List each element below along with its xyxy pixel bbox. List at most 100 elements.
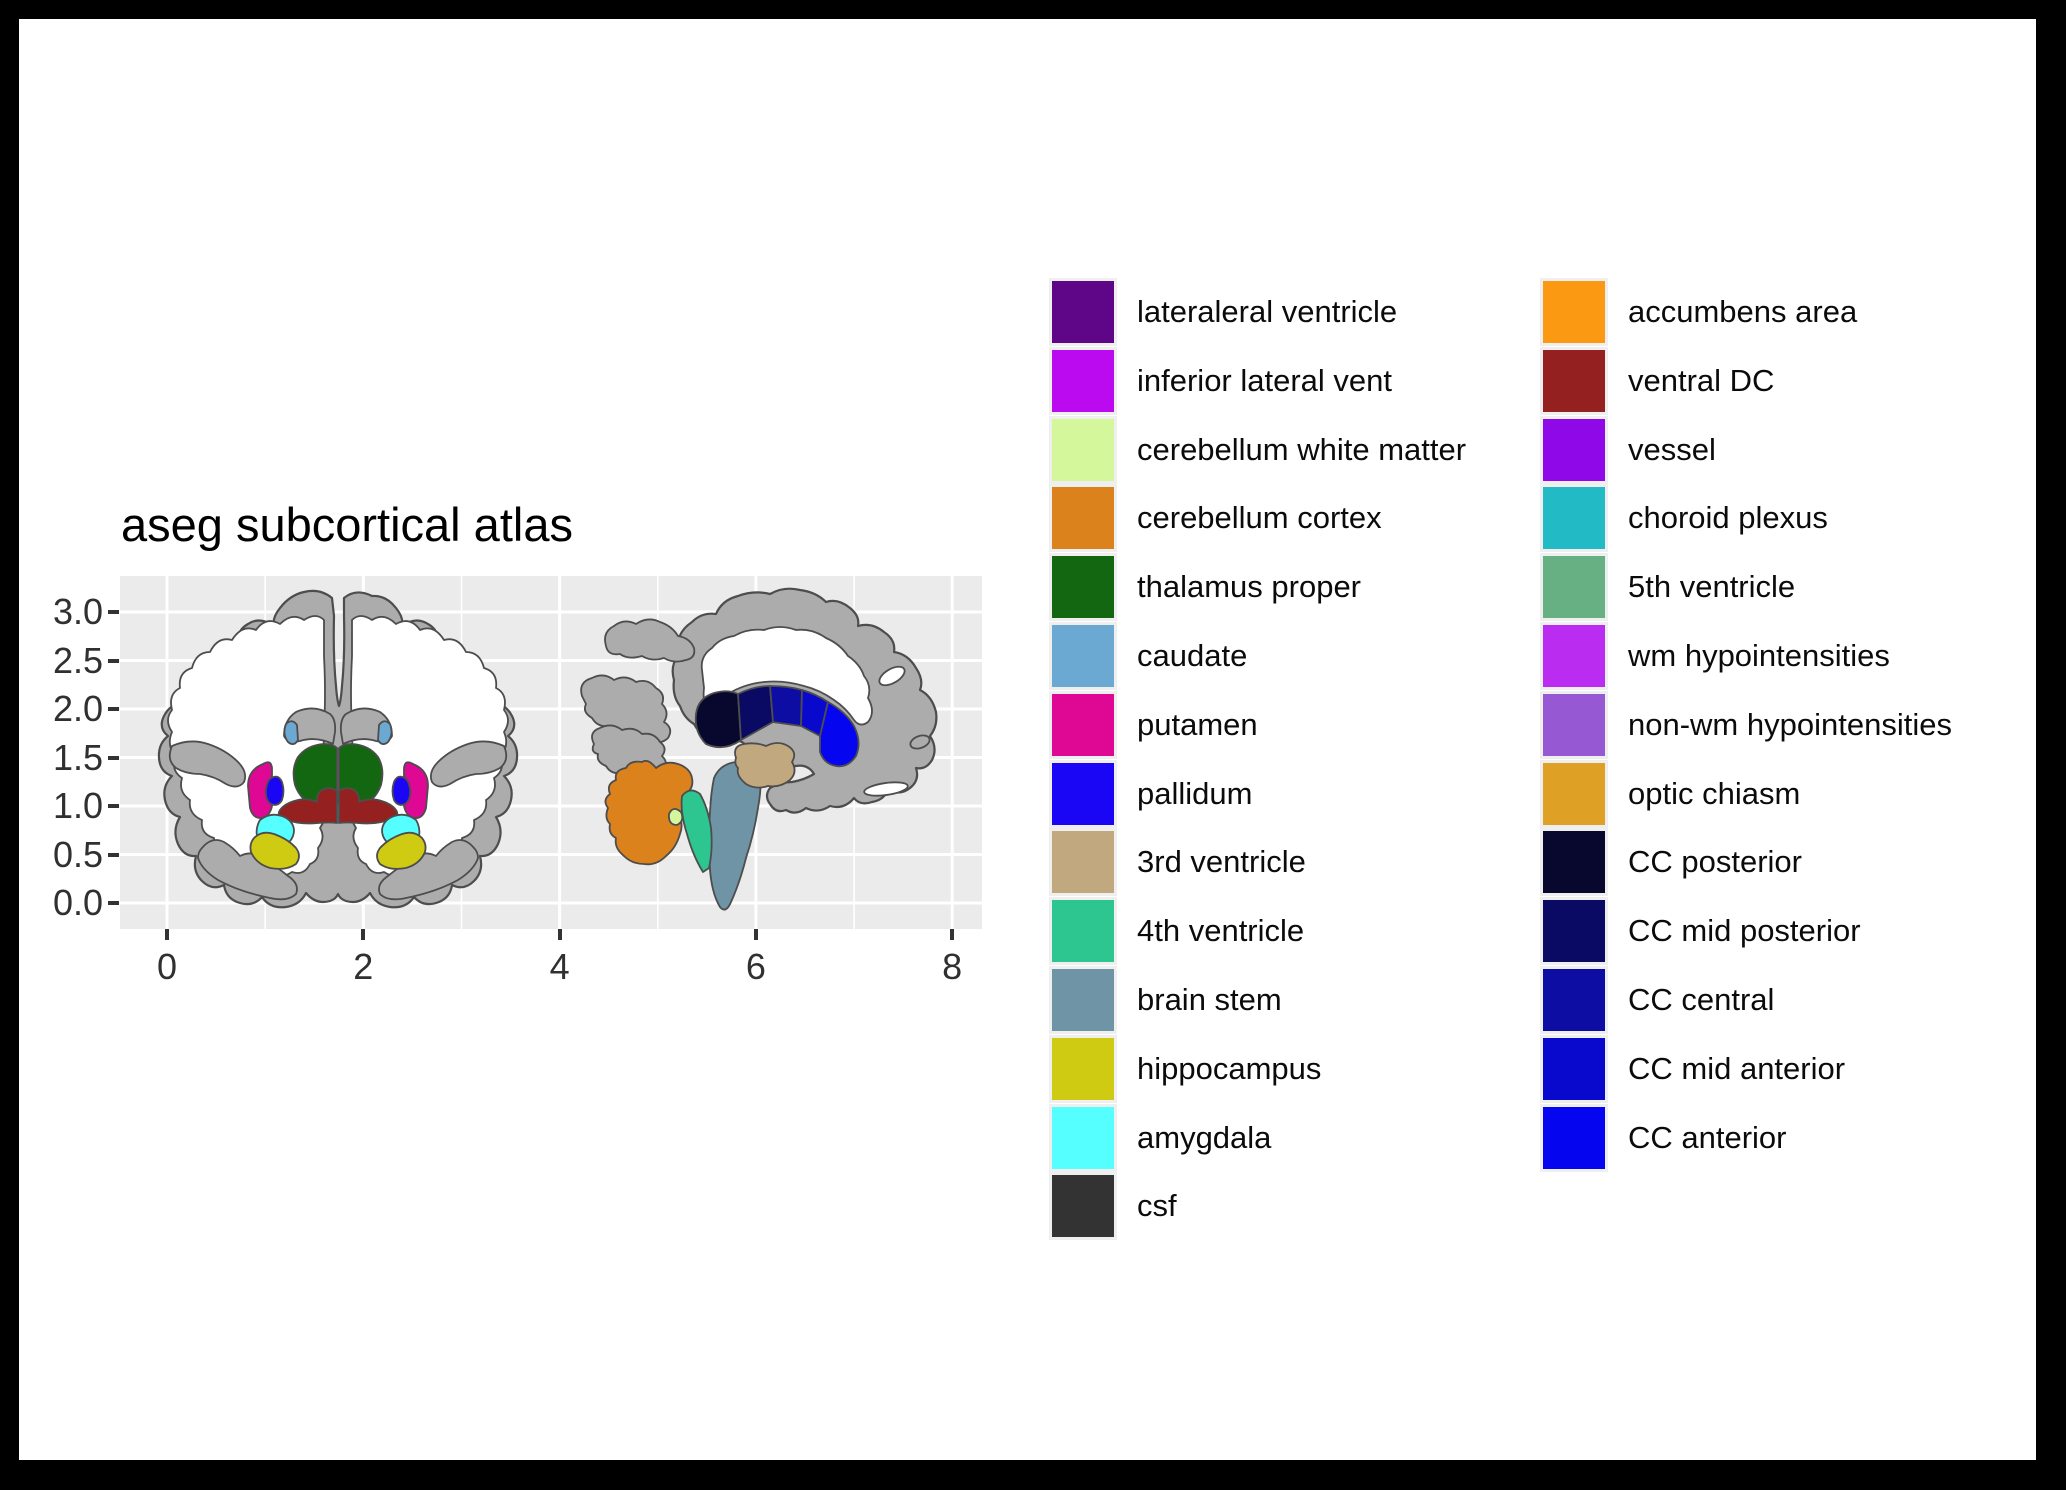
- legend-row-third-ventricle: 3rd ventricle: [1052, 831, 1522, 894]
- legend-swatch-csf: [1052, 1175, 1114, 1238]
- y-axis-tick-mark: [108, 755, 119, 760]
- y-axis-tick-label: 0.5: [52, 833, 103, 875]
- y-axis-tick-label: 1.0: [52, 785, 103, 826]
- legend-label-third-ventricle: 3rd ventricle: [1137, 844, 1306, 880]
- y-axis-tick-mark: [108, 901, 119, 905]
- legend-label-cc-anterior: CC anterior: [1628, 1119, 1787, 1155]
- legend-row-accumbens-area: accumbens area: [1543, 281, 2013, 343]
- plot-title: aseg subcortical atlas: [121, 498, 573, 551]
- legend-swatch-thalamus-proper: [1052, 556, 1114, 619]
- legend-label-cc-posterior: CC posterior: [1628, 844, 1802, 880]
- coronal-caudate: [283, 720, 299, 745]
- y-axis-tick-mark: [108, 852, 119, 857]
- legend-row-putamen: putamen: [1052, 693, 1522, 756]
- legend-label-non-wm-hypointensities: non-wm hypointensities: [1628, 706, 1952, 742]
- legend-label-fourth-ventricle: 4th ventricle: [1137, 913, 1305, 949]
- x-axis-tick-mark: [361, 929, 366, 940]
- legend-swatch-cerebellum-white-matter: [1052, 418, 1114, 481]
- legend-label-ventral-dc: ventral DC: [1628, 362, 1775, 398]
- legend-swatch-caudate: [1052, 625, 1114, 687]
- legend-row-cc-central: CC central: [1543, 969, 2013, 1031]
- coronal-ventral-dc: [277, 787, 338, 825]
- legend-row-vessel: vessel: [1543, 418, 2013, 481]
- legend-swatch-amygdala: [1052, 1106, 1114, 1169]
- y-axis-tick-mark: [108, 658, 119, 663]
- legend-swatch-inferior-lateral-vent: [1052, 349, 1114, 412]
- legend-row-amygdala: amygdala: [1052, 1106, 1522, 1169]
- legend-label-thalamus-proper: thalamus proper: [1137, 569, 1362, 605]
- legend-row-inferior-lateral-vent: inferior lateral vent: [1052, 349, 1522, 412]
- legend-row-cerebellum-cortex: cerebellum cortex: [1052, 487, 1522, 550]
- sagittal-cerebellum-white-matter: [668, 808, 684, 826]
- legend-label-cc-mid-anterior: CC mid anterior: [1628, 1050, 1846, 1086]
- x-axis-tick-label: 8: [942, 946, 963, 987]
- legend-swatch-lateral-ventricle: [1052, 281, 1114, 343]
- legend-row-cc-anterior: CC anterior: [1543, 1106, 2013, 1169]
- y-axis-tick-mark: [108, 707, 119, 711]
- legend-label-caudate: caudate: [1137, 638, 1248, 673]
- legend-row-thalamus-proper: thalamus proper: [1052, 556, 1522, 619]
- x-axis-tick-label: 4: [549, 946, 570, 987]
- legend-label-amygdala: amygdala: [1137, 1119, 1272, 1155]
- legend-label-cc-central: CC central: [1628, 982, 1775, 1017]
- y-axis-tick-mark: [108, 804, 119, 808]
- legend-swatch-non-wm-hypointensities: [1543, 693, 1605, 756]
- sagittal-frontal-sulcus: [878, 665, 906, 687]
- legend-swatch-fourth-ventricle: [1052, 900, 1114, 963]
- legend-label-choroid-plexus: choroid plexus: [1628, 500, 1828, 536]
- sagittal-third-ventricle: [734, 742, 796, 789]
- legend-row-pallidum: pallidum: [1052, 762, 1522, 825]
- legend-row-non-wm-hypointensities: non-wm hypointensities: [1543, 693, 2013, 756]
- coronal-insula-fold: [168, 740, 247, 788]
- legend-row-optic-chiasm: optic chiasm: [1543, 762, 2013, 825]
- legend-row-brain-stem: brain stem: [1052, 969, 1522, 1031]
- sagittal-temporal-sulcus: [863, 781, 909, 797]
- legend-row-ventral-dc: ventral DC: [1543, 349, 2013, 412]
- sagittal-cc-central: [769, 685, 803, 727]
- sagittal-brain-slice: [580, 587, 938, 911]
- legend-row-lateral-ventricle: lateraleral ventricle: [1052, 281, 1522, 343]
- legend-label-lateral-ventricle: lateraleral ventricle: [1137, 294, 1398, 329]
- legend-swatch-cc-mid-posterior: [1543, 900, 1605, 963]
- coronal-pallidum: [264, 775, 285, 806]
- legend-swatch-brain-stem: [1052, 969, 1114, 1031]
- legend-row-cc-posterior: CC posterior: [1543, 831, 2013, 894]
- legend-row-hippocampus: hippocampus: [1052, 1037, 1522, 1100]
- legend-swatch-choroid-plexus: [1543, 487, 1605, 550]
- legend-swatch-cc-posterior: [1543, 831, 1605, 894]
- y-axis-tick-mark: [108, 610, 119, 614]
- legend-swatch-cc-mid-anterior: [1543, 1037, 1605, 1100]
- x-axis-tick-mark: [165, 929, 169, 940]
- y-axis-tick-label: 0.0: [52, 882, 103, 923]
- legend-row-choroid-plexus: choroid plexus: [1543, 487, 2013, 550]
- sagittal-parietal-gyrus: [604, 618, 696, 663]
- legend-label-fifth-ventricle: 5th ventricle: [1628, 569, 1796, 605]
- legend-swatch-optic-chiasm: [1543, 762, 1605, 825]
- legend-row-wm-hypointensities: wm hypointensities: [1543, 625, 2013, 687]
- x-axis-tick-mark: [557, 929, 562, 940]
- legend-swatch-cc-anterior: [1543, 1106, 1605, 1169]
- legend-swatch-third-ventricle: [1052, 831, 1114, 894]
- legend-swatch-cc-central: [1543, 969, 1605, 1031]
- x-axis-tick-mark: [753, 929, 758, 940]
- sagittal-cc-posterior: [694, 690, 742, 749]
- plot-panel: [120, 576, 982, 929]
- y-axis-tick-label: 2.0: [52, 688, 103, 729]
- x-axis-tick-label: 2: [353, 946, 374, 987]
- x-axis-tick-label: 6: [745, 946, 766, 987]
- legend-row-csf: csf: [1052, 1175, 1522, 1238]
- legend-label-brain-stem: brain stem: [1137, 982, 1282, 1017]
- legend-row-fourth-ventricle: 4th ventricle: [1052, 900, 1522, 963]
- sagittal-fourth-ventricle: [680, 789, 713, 873]
- legend-swatch-accumbens-area: [1543, 281, 1605, 343]
- legend-label-accumbens-area: accumbens area: [1628, 294, 1858, 329]
- y-axis-tick-label: 2.5: [52, 639, 103, 681]
- legend-row-cerebellum-white-matter: cerebellum white matter: [1052, 418, 1522, 481]
- legend-swatch-hippocampus: [1052, 1037, 1114, 1100]
- legend-label-optic-chiasm: optic chiasm: [1628, 775, 1801, 811]
- legend-label-hippocampus: hippocampus: [1137, 1050, 1322, 1086]
- legend-label-inferior-lateral-vent: inferior lateral vent: [1137, 362, 1393, 398]
- y-axis-tick-label: 1.5: [52, 736, 103, 778]
